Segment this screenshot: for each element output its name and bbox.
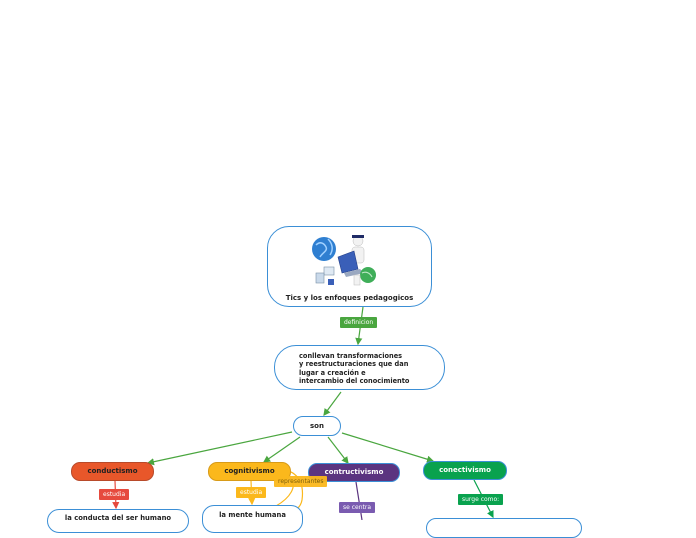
globe-computer-graduate-illustration-icon (312, 235, 376, 286)
son-node[interactable]: son (293, 416, 341, 436)
link-label-definicion: definicion (340, 317, 378, 328)
mente-humana-node[interactable]: la mente humana (202, 505, 303, 533)
link-son-contructivismo (327, 436, 349, 464)
definition-line: intercambio del conocimiento (299, 377, 410, 386)
link-label-se-centra: se centra (339, 502, 376, 513)
root-node[interactable]: Tics y los enfoques pedagogicos (267, 226, 432, 307)
contructivismo-node[interactable]: contructivismo (308, 463, 400, 482)
cognitivismo-node[interactable]: cognitivismo (208, 462, 291, 481)
link-son-conductismo (146, 431, 293, 466)
link-son-conectivismo (341, 432, 435, 463)
link-label-estudia-conductismo: estudia (99, 489, 130, 500)
link-contructivismo-centra (355, 481, 363, 520)
root-title: Tics y los enfoques pedagogicos (285, 294, 414, 302)
definition-line: y reestructuraciones que dan (299, 360, 409, 369)
link-label-representantes: representantes (274, 476, 328, 487)
link-label-estudia-cognitivismo: estudia (236, 487, 267, 498)
link-label-surge-como: surge como: (458, 494, 504, 505)
definition-line: lugar a creación e (299, 368, 366, 377)
link-son-cognitivismo (263, 436, 301, 463)
conductismo-node[interactable]: conductismo (71, 462, 154, 481)
link-definition-son (323, 391, 342, 416)
definition-text: conllevan transformaciones y reestructur… (299, 352, 409, 386)
conectivismo-child-node[interactable] (426, 518, 582, 538)
conectivismo-node[interactable]: conectivismo (423, 461, 507, 480)
conducta-node[interactable]: la conducta del ser humano (47, 509, 189, 533)
definition-line: conllevan transformaciones (299, 352, 403, 360)
definition-node[interactable]: conllevan transformaciones y reestructur… (274, 345, 445, 390)
